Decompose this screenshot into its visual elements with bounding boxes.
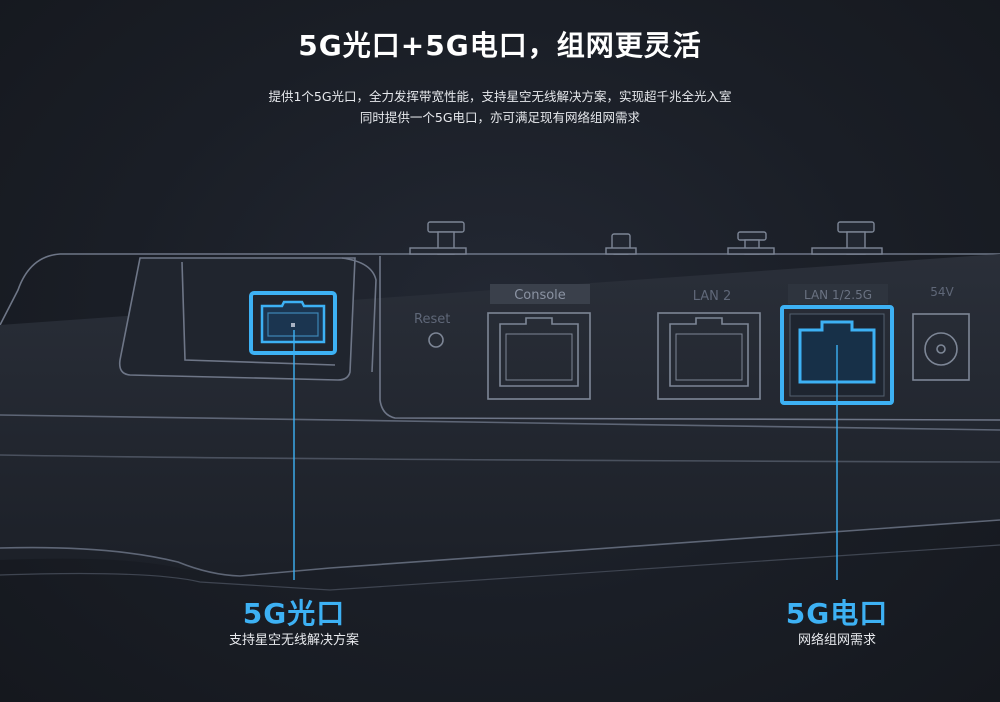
reset-button: Reset: [414, 312, 450, 348]
console-port: [487, 312, 591, 400]
optical-bay: [118, 257, 377, 381]
device-illustration: Reset Console LAN 2 LAN 1/2.5G 54V: [0, 221, 1000, 591]
page-title: 5G光口+5G电口，组网更灵活: [298, 29, 702, 62]
top-knobs: [409, 221, 883, 255]
lan2-port: [657, 312, 761, 400]
power-label: 54V: [930, 285, 954, 299]
reset-label: Reset: [414, 312, 450, 327]
subtitle-line-1: 提供1个5G光口，全力发挥带宽性能，支持星空无线解决方案，实现超千兆全光入室: [268, 89, 732, 104]
port-label-lan2: LAN 2: [693, 289, 732, 304]
optical-callout-title: 5G光口: [242, 597, 346, 630]
port-label-lan1: LAN 1/2.5G: [788, 284, 888, 304]
svg-text:Console: Console: [514, 288, 566, 303]
subtitle-line-2: 同时提供一个5G电口，亦可满足现有网络组网需求: [359, 110, 641, 125]
optical-callout-desc: 支持星空无线解决方案: [228, 633, 359, 648]
port-label-console: Console: [490, 284, 590, 304]
electrical-callout-title: 5G电口: [785, 597, 889, 630]
svg-text:LAN 1/2.5G: LAN 1/2.5G: [804, 288, 872, 302]
electrical-callout-desc: 网络组网需求: [797, 633, 876, 648]
power-jack: [912, 313, 970, 381]
optical-port: [249, 291, 337, 355]
